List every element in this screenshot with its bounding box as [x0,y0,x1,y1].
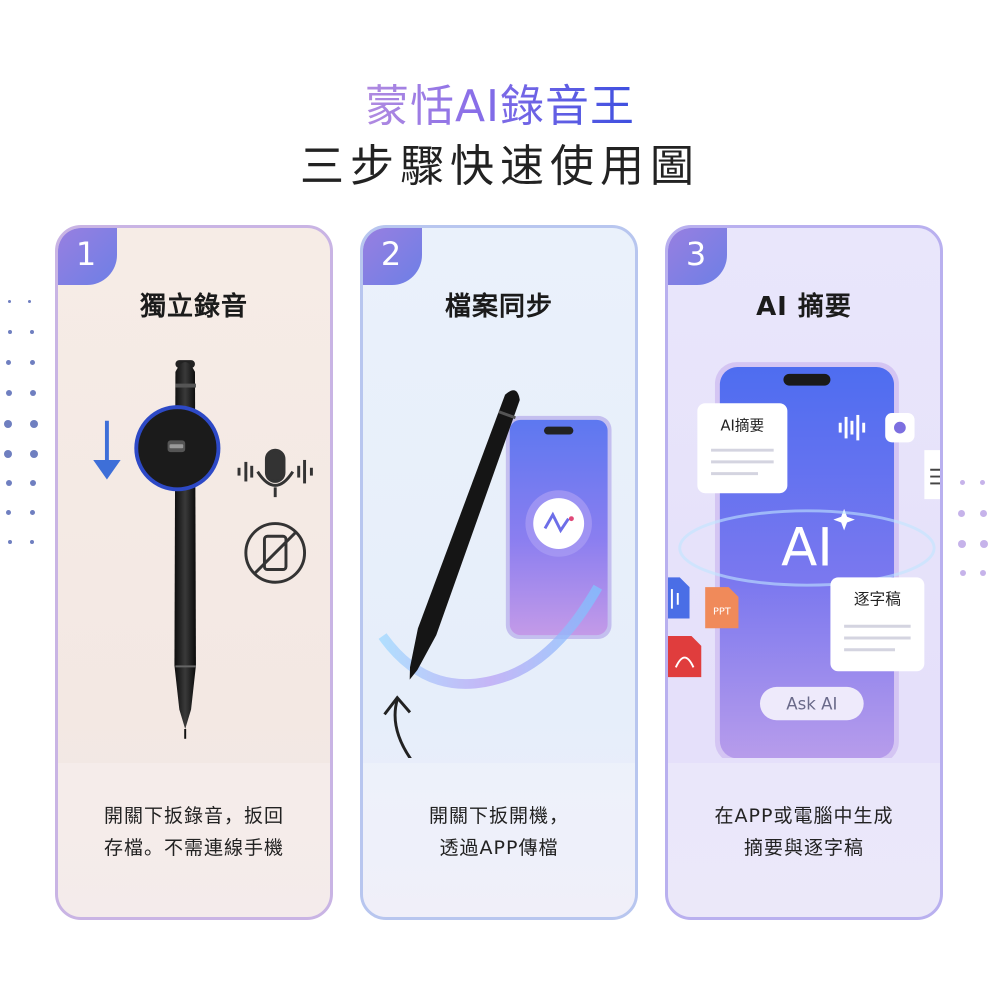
down-arrow-icon [93,420,121,480]
step-card-3: 3 AI 摘要 [665,225,943,920]
step-number-badge: 1 [58,228,117,285]
transcript-card-label: 逐字稿 [854,590,901,609]
card-lower-panel [58,763,330,917]
audio-file-icon [668,577,690,619]
step-3-illustration: AI摘要 AI PPT 逐字稿 A [668,362,940,758]
step-title: 檔案同步 [444,292,553,322]
step-description: 在APP或電腦中生成 摘要與逐字稿 [714,805,894,859]
step-number-badge: 2 [363,228,422,285]
pdf-file-icon [668,636,702,678]
ppt-file-icon [705,587,739,629]
switch-zoom-icon [134,405,221,492]
transcript-card [830,577,925,672]
ask-ai-button[interactable] [759,686,864,721]
step-card-1: 1 獨立錄音 [55,225,333,920]
pen-recorder-icon [409,390,520,680]
step-1-illustration [93,360,313,739]
step-description: 開關下扳錄音，扳回 存檔。不需連線手機 [103,805,284,859]
step-card-2: 2 檔案同步 [360,225,638,920]
summary-card-label: AI摘要 [721,417,765,435]
brain-icon [885,412,915,443]
step-description: 開關下扳開機， 透過APP傳檔 [428,805,569,859]
page-subtitle: 三步驟快速使用圖 [300,141,700,192]
microphone-icon [237,448,313,498]
card-lower-panel [363,763,635,917]
brand-title: 蒙恬AI錄音王 [364,81,636,132]
audio-wave-icon [838,414,866,441]
step-title: AI 摘要 [756,292,852,322]
ai-center-label: AI [781,518,833,579]
step-title: 獨立錄音 [139,292,248,322]
decorative-dots-left [0,280,60,580]
step-number-badge: 3 [668,228,727,285]
card-lower-panel [668,763,940,917]
ask-ai-label: Ask AI [786,694,837,713]
step-2-illustration [378,390,612,758]
no-phone-icon [244,522,307,584]
ppt-file-label: PPT [713,607,731,618]
curved-arrow-icon [383,695,412,758]
document-icon [924,450,940,500]
decorative-dots-right [940,280,1000,580]
phone-icon [505,415,612,639]
summary-card [697,403,788,494]
